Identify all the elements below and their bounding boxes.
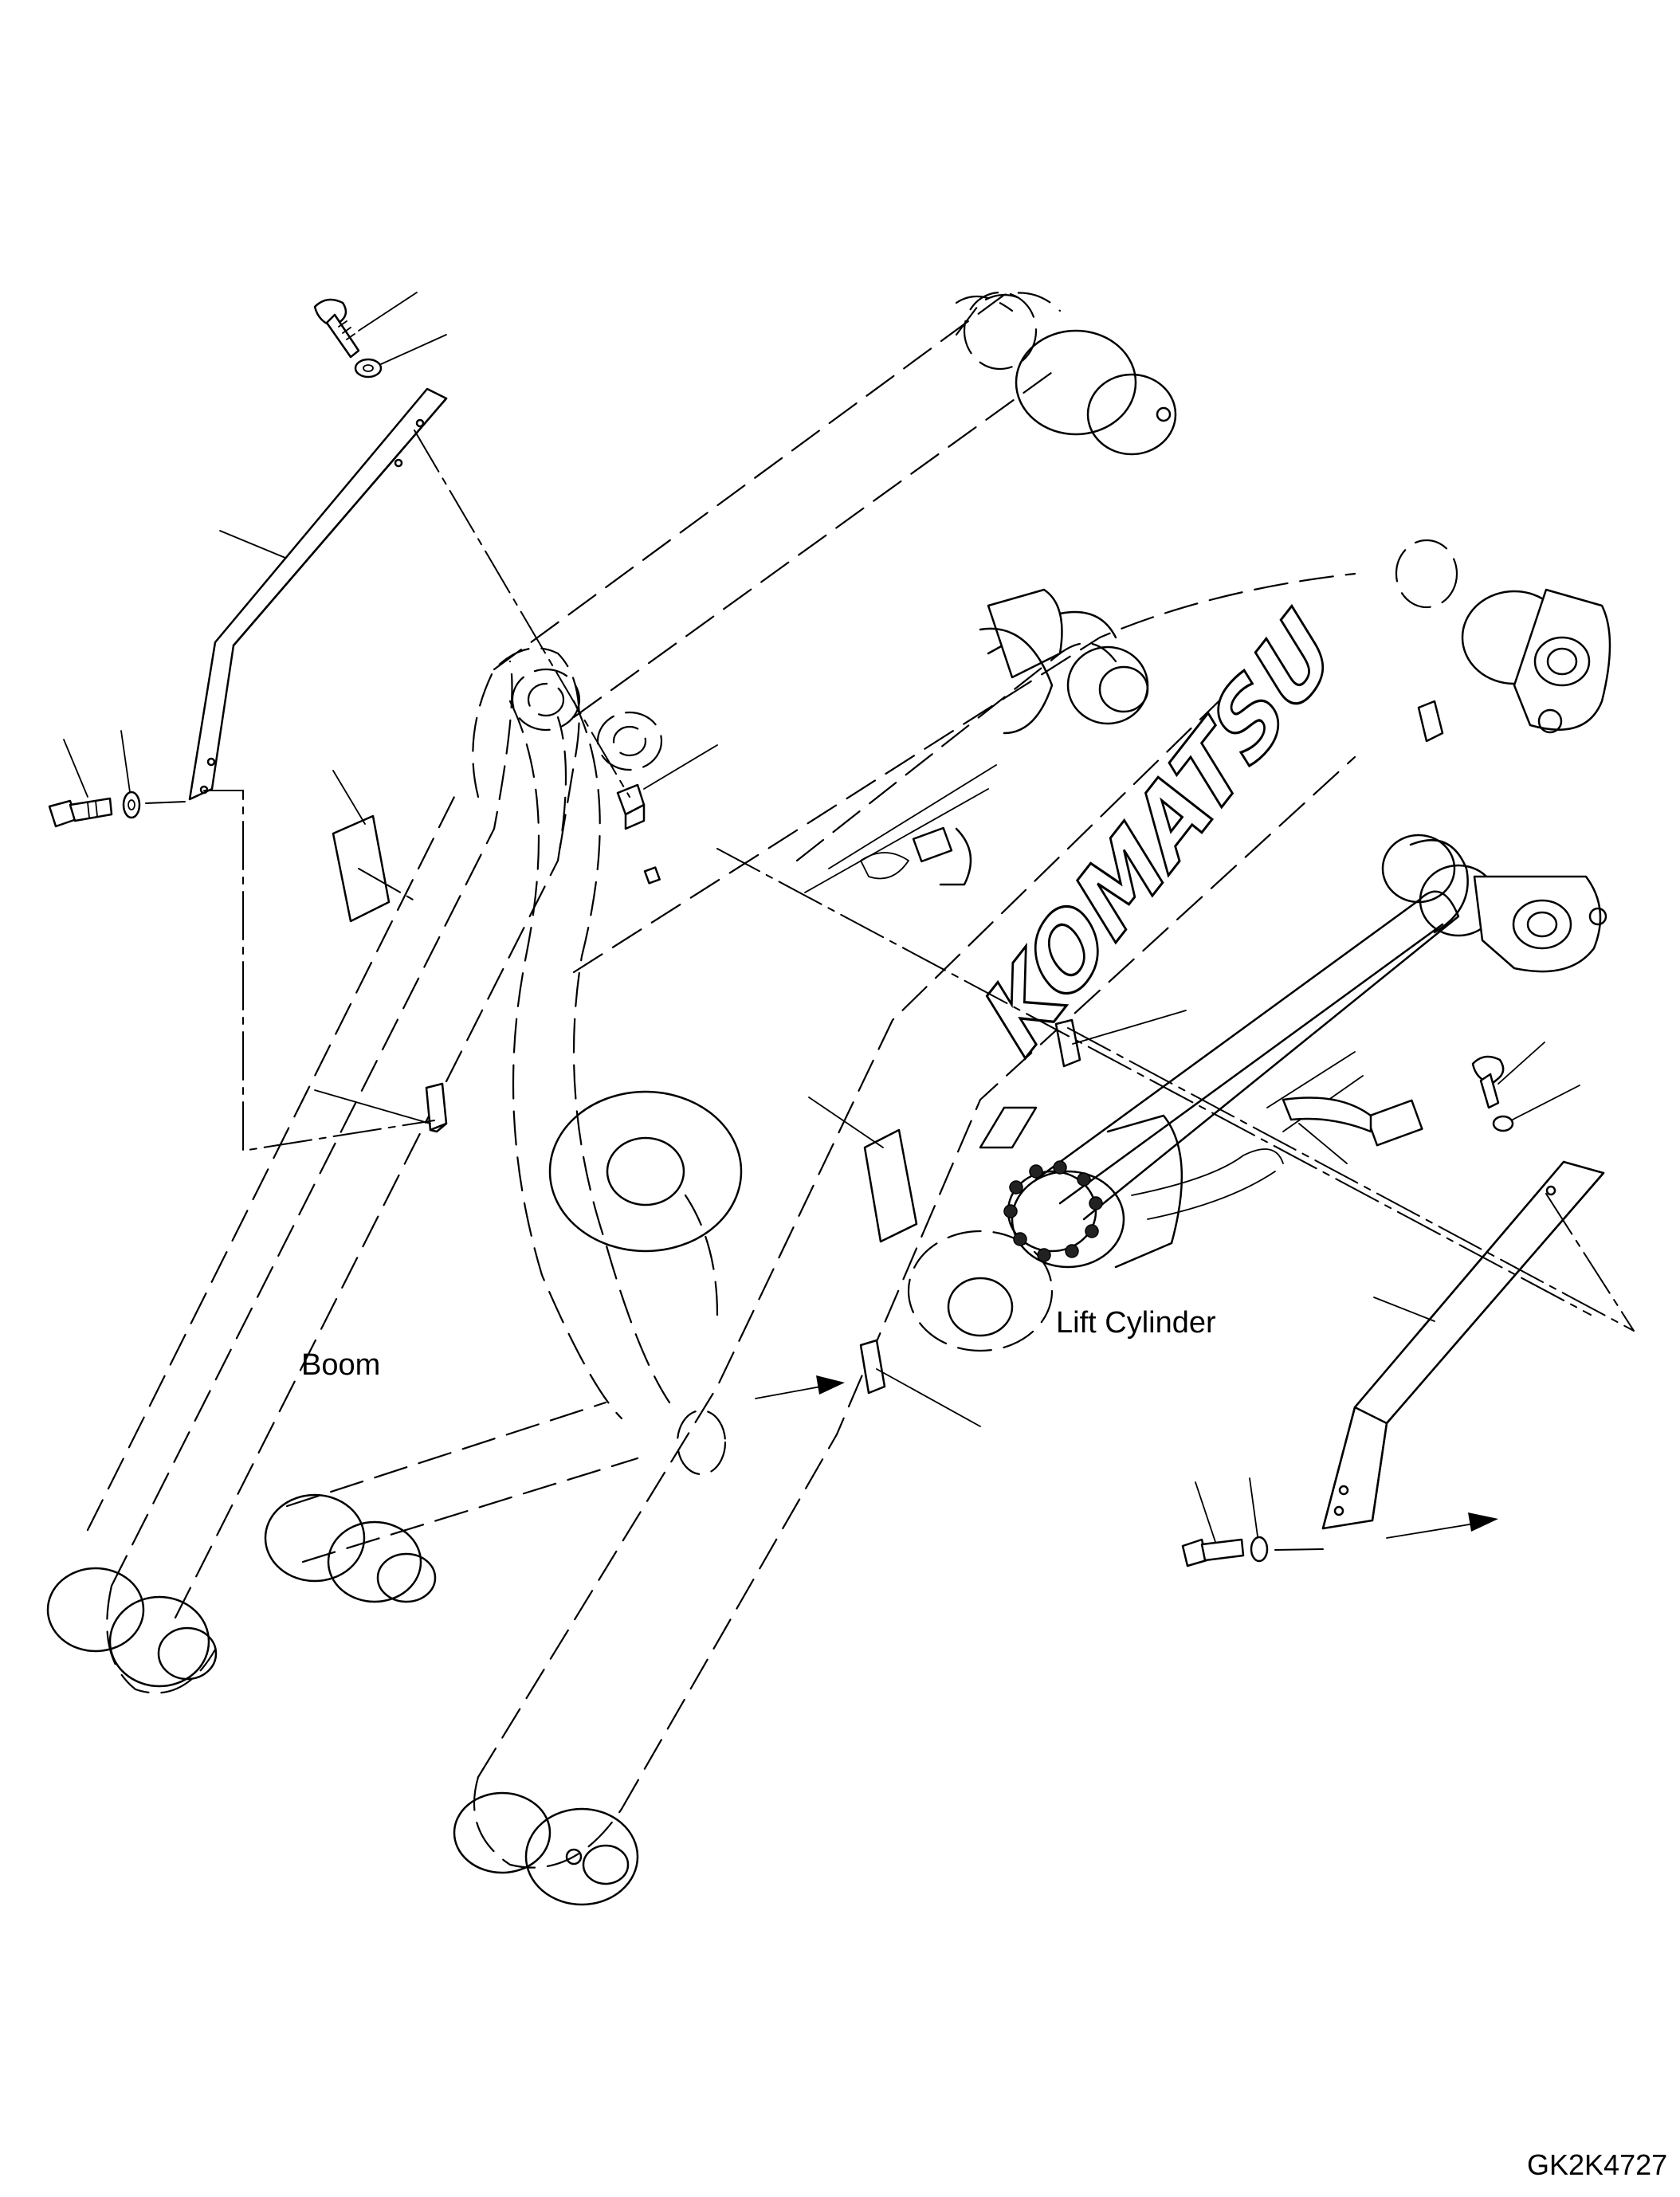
- clips: [425, 700, 1444, 1395]
- upper-pins: [955, 291, 1611, 734]
- clip-mid-left: [425, 1082, 448, 1133]
- drawing-code: GK2K4727: [1527, 2148, 1667, 2181]
- washer-side-left: [122, 791, 141, 819]
- clip-top-right: [1417, 700, 1444, 743]
- bolt-head-flange: [1003, 1160, 1103, 1262]
- boom-outline: [86, 292, 1356, 1869]
- washer-bottom-right: [1250, 1536, 1269, 1563]
- bolt-top-left: [313, 298, 360, 359]
- bolt-top-right: [1471, 1055, 1505, 1109]
- boom-label: Boom: [301, 1348, 380, 1382]
- bolt-bottom-right: [1181, 1538, 1245, 1567]
- lift-cylinder-label: Lift Cylinder: [1056, 1306, 1216, 1340]
- decals: [332, 770, 918, 1243]
- washer-top-right: [1492, 1115, 1514, 1132]
- bolt-side-left: [48, 797, 113, 828]
- clip-lower-center: [859, 1339, 886, 1395]
- decal-left: [332, 814, 391, 923]
- lift-cylinder-upper: [795, 588, 1149, 893]
- decal-center: [863, 1128, 918, 1243]
- guard-bar-right-assembly: [716, 848, 1635, 1567]
- guard-bar-left: [188, 387, 448, 801]
- guard-bar-left-assembly: [48, 292, 718, 1152]
- clip-upper-left: [616, 783, 646, 830]
- komatsu-logo: KOMATSU: [964, 590, 1356, 1149]
- lift-cylinder-lower: [1003, 834, 1607, 1269]
- washer-top-left: [354, 358, 383, 379]
- boom-pin-bosses: [46, 668, 1054, 1906]
